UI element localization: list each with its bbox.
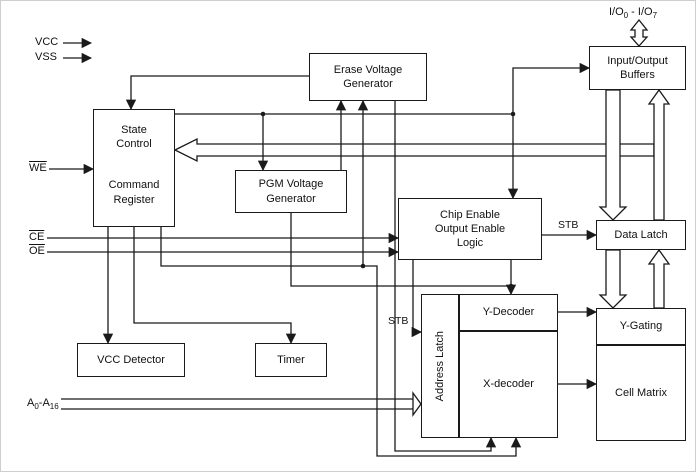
stb-data-latch-label: STB: [558, 219, 579, 231]
block-y-decoder: Y-Decoder: [459, 294, 558, 331]
state-control-label: State Control: [116, 124, 152, 151]
we-label: WE: [29, 162, 47, 174]
command-bus-arrow: [173, 137, 655, 163]
address-bus-label: A0-A16: [27, 397, 59, 412]
vcc-detector-label: VCC Detector: [97, 353, 165, 366]
wire-erasegen-to-state-control: [125, 75, 309, 111]
chip-enable-label: Chip Enable Output Enable Logic: [434, 208, 506, 250]
pgm-gen-label: PGM Voltage Generator: [258, 178, 324, 205]
ce-label: CE: [29, 231, 45, 243]
x-decoder-label: X-decoder: [483, 378, 534, 391]
wire-state-control-to-timer: [133, 227, 297, 345]
block-chip-enable-logic: Chip Enable Output Enable Logic: [398, 198, 542, 260]
wire-pgm-rail: [290, 213, 511, 287]
block-io-buffers: Input/Output Buffers: [589, 46, 686, 90]
address-latch-label: Address Latch: [433, 330, 446, 402]
bus-buffers-to-data-latch: [598, 89, 628, 221]
stb-address-latch-label: STB: [388, 315, 409, 327]
command-register-label: Command Register: [108, 179, 160, 206]
block-address-latch: Address Latch: [421, 294, 459, 438]
oe-label: OE: [29, 245, 45, 257]
wire-stb-to-address-latch: [411, 260, 423, 338]
block-pgm-voltage-generator: PGM Voltage Generator: [235, 170, 347, 213]
block-state-control: State Control Command Register: [93, 109, 175, 227]
block-cell-matrix: Cell Matrix: [596, 345, 686, 441]
block-x-decoder: X-decoder: [459, 331, 558, 438]
block-data-latch: Data Latch: [596, 220, 686, 250]
data-latch-label: Data Latch: [614, 228, 668, 241]
io-buffers-label: Input/Output Buffers: [607, 54, 668, 81]
bus-data-latch-to-ygating: [598, 249, 628, 309]
y-decoder-label: Y-Decoder: [482, 306, 535, 319]
y-gating-label: Y-Gating: [619, 320, 663, 333]
junction-dots: [260, 111, 516, 289]
vss-label: VSS: [35, 51, 58, 63]
wire-state-control-to-decoder-rail: [160, 227, 522, 457]
bus-ygating-to-data-latch: [647, 248, 671, 309]
address-bus-arrowhead: [412, 391, 422, 417]
io-pins-bus-arrow: [629, 18, 649, 47]
wire-to-io-buffers: [512, 62, 591, 114]
io-pins-label: I/O0 - I/O7: [609, 6, 658, 21]
vcc-label: VCC: [35, 36, 59, 48]
block-erase-voltage-generator: Erase Voltage Generator: [309, 53, 427, 101]
erase-gen-label: Erase Voltage Generator: [333, 63, 403, 90]
timer-label: Timer: [277, 353, 305, 366]
wire-erasegen-to-xdecoder: [394, 101, 497, 452]
block-y-gating: Y-Gating: [596, 308, 686, 345]
cell-matrix-label: Cell Matrix: [615, 386, 667, 399]
block-vcc-detector: VCC Detector: [77, 343, 185, 377]
block-timer: Timer: [255, 343, 327, 377]
